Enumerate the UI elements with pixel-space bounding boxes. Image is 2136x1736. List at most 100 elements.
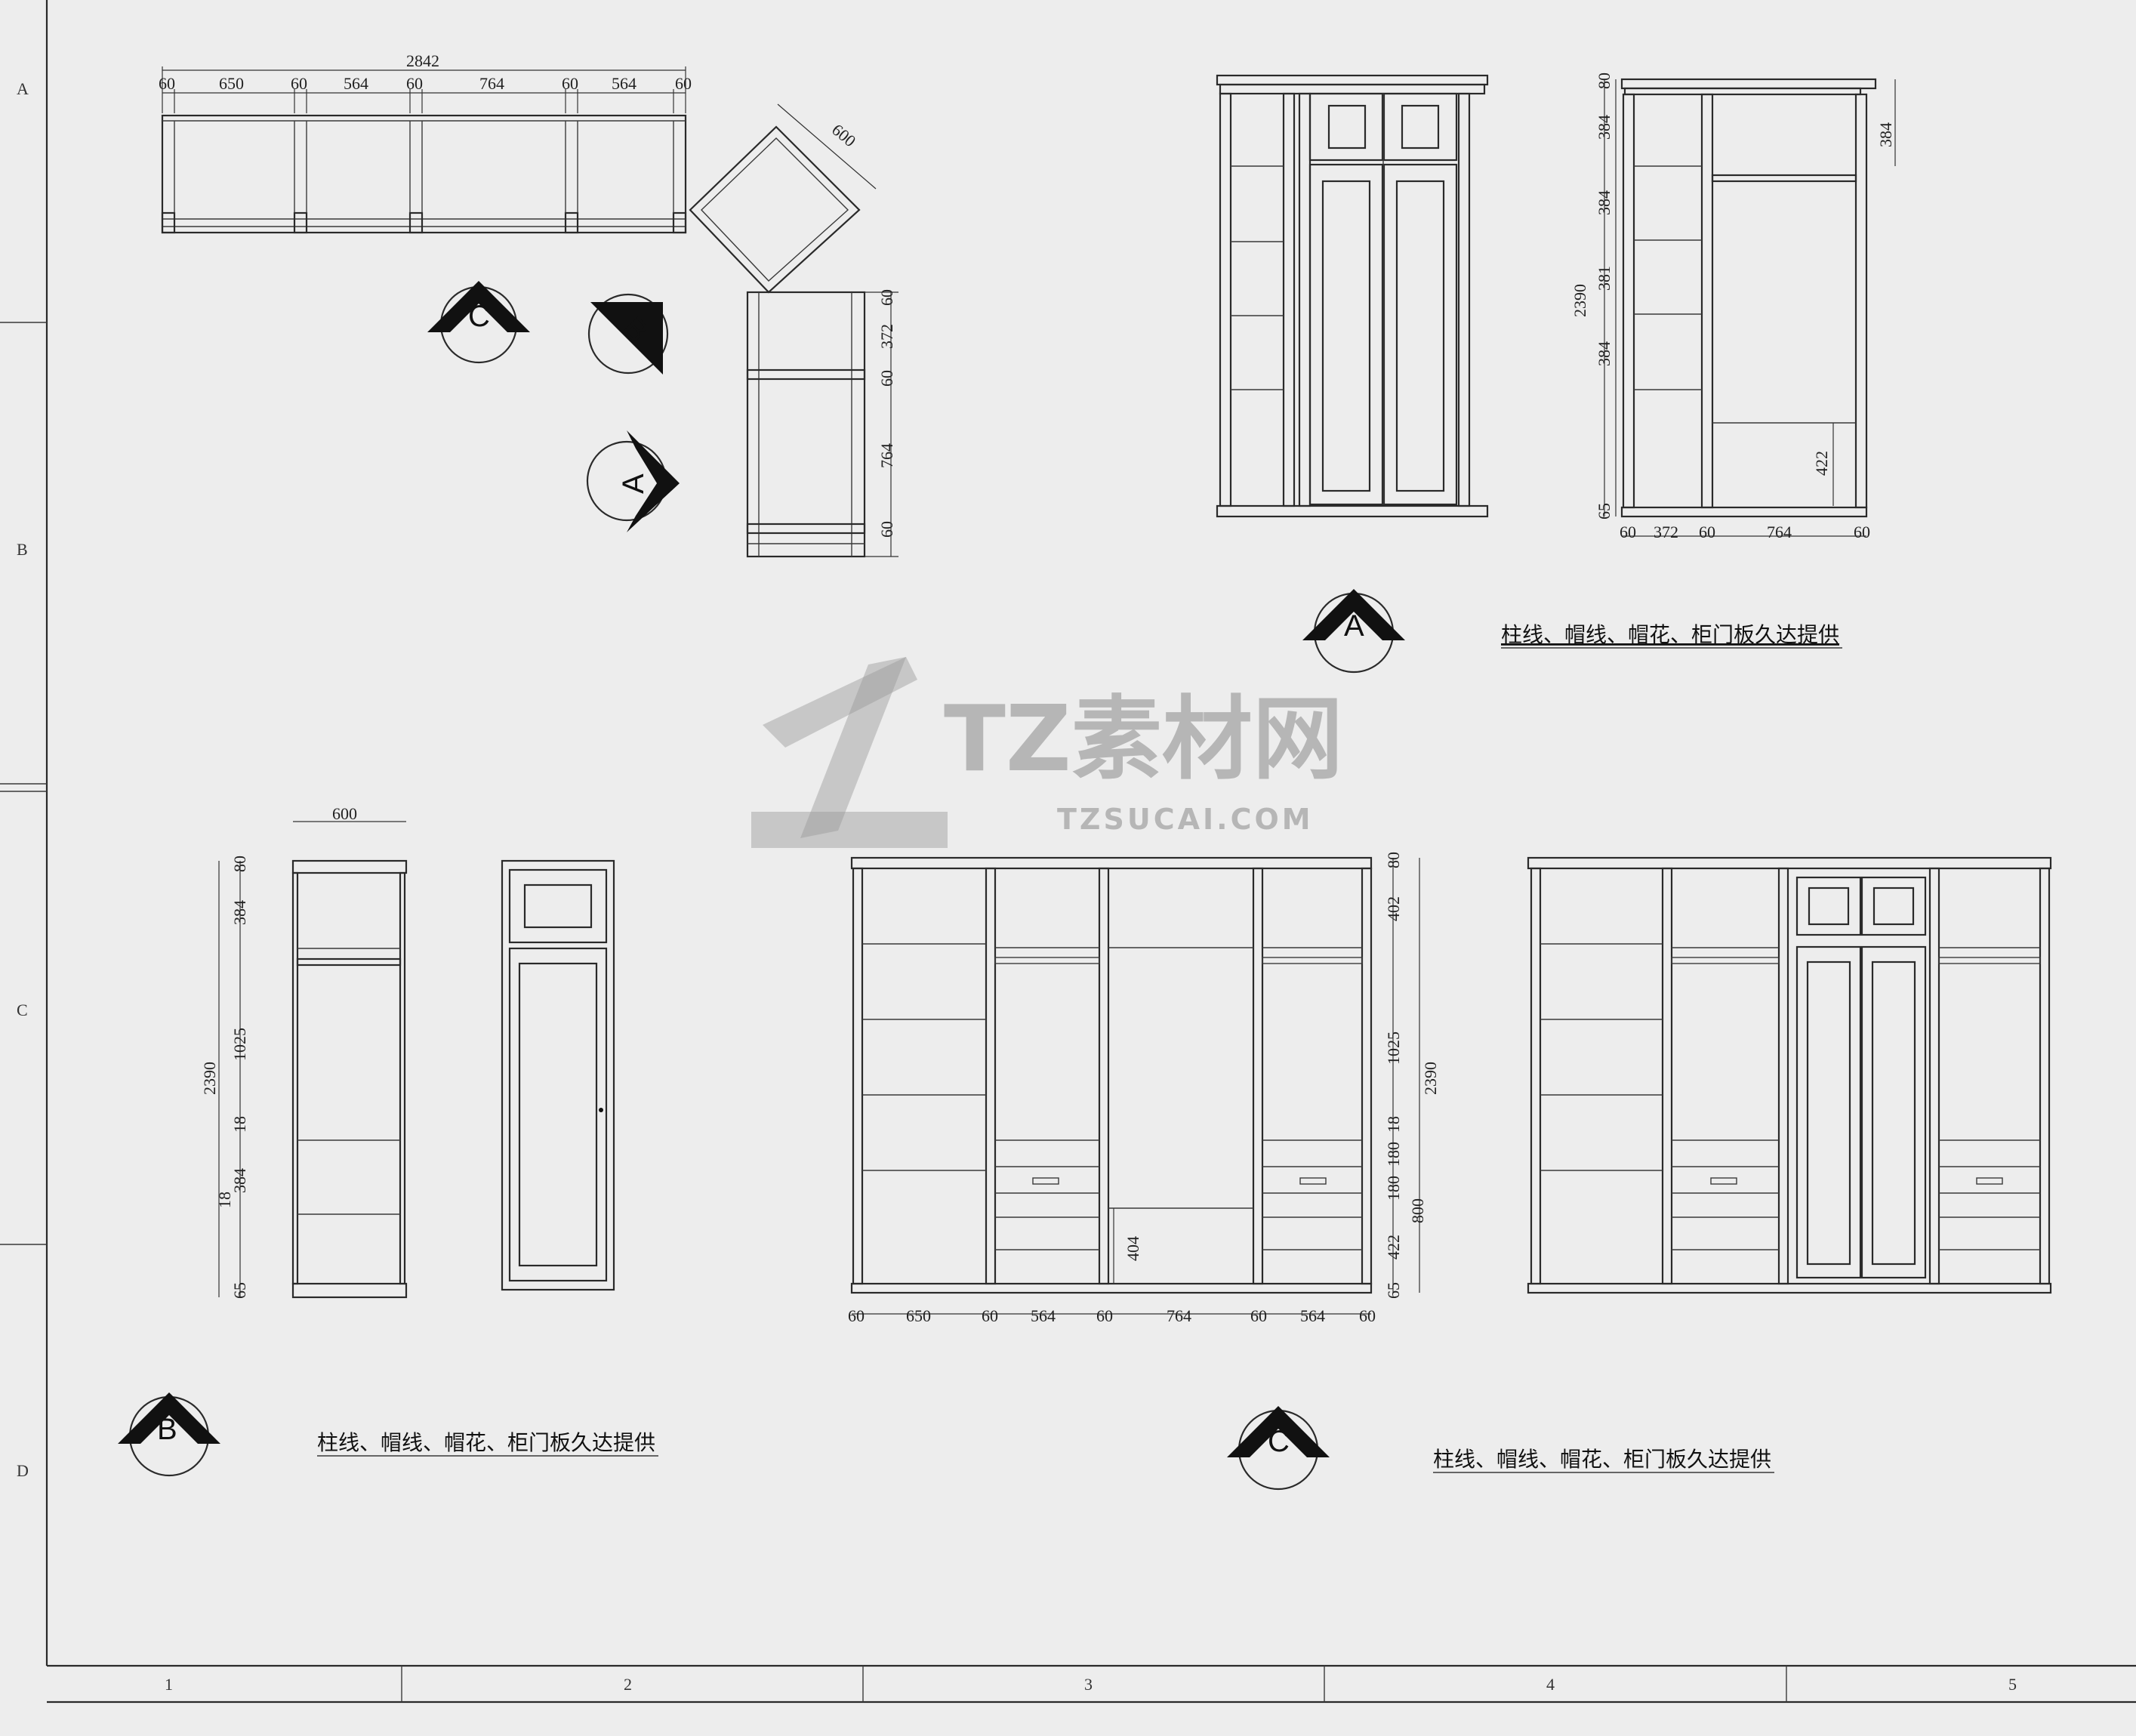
col-label-3: 3 xyxy=(1084,1675,1093,1694)
col-label-1: 1 xyxy=(165,1675,173,1694)
ea-total: 2390 xyxy=(1570,284,1589,317)
view-marker-a-plan: A xyxy=(586,430,680,532)
elevation-a-front xyxy=(1216,74,1489,518)
row-label-c: C xyxy=(17,1001,28,1019)
eb-dim-384a: 384 xyxy=(230,900,249,925)
plan-right-dim-2: 372 xyxy=(877,324,896,349)
plan-right-dim-4: 764 xyxy=(877,443,896,468)
ec-dim-422: 422 xyxy=(1384,1235,1403,1260)
ec-bot-7: 60 xyxy=(1250,1306,1267,1325)
plan-dim-4: 564 xyxy=(344,74,368,93)
ec-bot-9: 60 xyxy=(1359,1306,1376,1325)
row-label-b: B xyxy=(17,540,28,559)
row-labels: A B C D xyxy=(17,79,29,1480)
plan-right-dim-3: 60 xyxy=(877,370,896,387)
elevation-a-dims: 80 384 384 381 384 422 65 2390 384 60 37… xyxy=(1570,72,1895,541)
watermark: TZ素材网 TZSUCAI.COM xyxy=(751,657,1343,848)
ea-bot-60c: 60 xyxy=(1854,523,1870,541)
svg-text:C: C xyxy=(1268,1425,1290,1458)
ea-bot-60a: 60 xyxy=(1620,523,1636,541)
plan-total-dim: 2842 xyxy=(406,51,439,70)
ea-dim-422: 422 xyxy=(1812,451,1831,476)
ec-bot-5: 60 xyxy=(1096,1306,1113,1325)
ea-dim-80: 80 xyxy=(1595,72,1614,89)
ec-dim-1025: 1025 xyxy=(1384,1031,1403,1065)
elevation-c-open xyxy=(850,856,1420,1315)
ec-inner: 404 xyxy=(1123,1236,1142,1261)
svg-text:A: A xyxy=(617,473,650,494)
svg-text:C: C xyxy=(468,300,490,333)
ec-dim-80: 80 xyxy=(1384,852,1403,868)
view-marker-a: A xyxy=(1302,589,1405,674)
col-label-2: 2 xyxy=(624,1675,632,1694)
elevation-b-side xyxy=(218,821,408,1299)
eb-dim-80: 80 xyxy=(230,856,249,872)
supply-note-a: 柱线、帽线、帽花、柜门板久达提供 xyxy=(1501,622,1839,647)
svg-text:B: B xyxy=(157,1413,177,1446)
ec-bot-2: 650 xyxy=(906,1306,931,1325)
supply-note-c: 柱线、帽线、帽花、柜门板久达提供 xyxy=(1433,1447,1771,1472)
plan-dimension-labels: 2842 60 650 60 564 60 764 60 564 60 600 … xyxy=(159,51,896,538)
plan-dim-3: 60 xyxy=(291,74,307,93)
ec-dim-180b: 180 xyxy=(1384,1176,1403,1201)
svg-text:A: A xyxy=(1344,609,1364,643)
ec-dim-180a: 180 xyxy=(1384,1142,1403,1167)
ec-total: 2390 xyxy=(1421,1062,1440,1095)
view-marker-c: C xyxy=(1227,1406,1330,1491)
eb-dim-65: 65 xyxy=(230,1282,249,1299)
elevation-c-doors xyxy=(1527,856,2052,1294)
ea-bot-764: 764 xyxy=(1767,523,1792,541)
col-label-4: 4 xyxy=(1546,1675,1555,1694)
plan-dim-5: 60 xyxy=(406,74,423,93)
watermark-cn: TZ素材网 xyxy=(944,687,1343,792)
ec-bot-6: 764 xyxy=(1167,1306,1191,1325)
elevation-a-side xyxy=(1604,78,1896,537)
plan-diag-dim: 600 xyxy=(828,120,859,150)
ea-dim-65: 65 xyxy=(1595,503,1614,520)
plan-right-dim-1: 60 xyxy=(877,289,896,306)
view-marker-b: B xyxy=(118,1392,220,1477)
plan-dim-2: 650 xyxy=(219,74,244,93)
elevation-c-dims: 80 402 1025 18 180 180 422 65 2390 800 4… xyxy=(848,852,1440,1325)
ea-dim-381: 381 xyxy=(1595,266,1614,291)
ea-bot-60b: 60 xyxy=(1699,523,1715,541)
col-label-5: 5 xyxy=(2008,1675,2017,1694)
row-label-a: A xyxy=(17,79,29,98)
supply-note-b: 柱线、帽线、帽花、柜门板久达提供 xyxy=(317,1430,655,1455)
ec-dim-18: 18 xyxy=(1384,1116,1403,1133)
ec-sub: 800 xyxy=(1408,1198,1427,1223)
elevation-b-door xyxy=(501,859,615,1291)
eb-width: 600 xyxy=(332,804,357,823)
ea-dim-384-c: 384 xyxy=(1595,341,1614,366)
ec-bot-1: 60 xyxy=(848,1306,865,1325)
eb-dim-384b: 384 xyxy=(230,1168,249,1193)
ea-dim-384-a: 384 xyxy=(1595,115,1614,140)
ea-bot-372: 372 xyxy=(1654,523,1678,541)
ec-bot-4: 564 xyxy=(1031,1306,1056,1325)
col-labels: 1 2 3 4 5 xyxy=(165,1675,2017,1694)
plan-dim-7: 60 xyxy=(562,74,578,93)
eb-dim-18b: 18 xyxy=(215,1192,234,1208)
ea-right-384: 384 xyxy=(1876,122,1895,147)
plan-dim-9: 60 xyxy=(675,74,692,93)
ec-bot-3: 60 xyxy=(982,1306,998,1325)
plan-right-dim-5: 60 xyxy=(877,521,896,538)
ec-bot-8: 564 xyxy=(1300,1306,1325,1325)
plan-dim-1: 60 xyxy=(159,74,175,93)
row-label-d: D xyxy=(17,1461,29,1480)
ea-dim-384-b: 384 xyxy=(1595,190,1614,215)
plan-view xyxy=(161,66,898,558)
view-marker-c-plan: C xyxy=(427,281,530,364)
ec-dim-402: 402 xyxy=(1384,896,1403,921)
ec-dim-65: 65 xyxy=(1384,1282,1403,1299)
eb-dim-18a: 18 xyxy=(230,1116,249,1133)
eb-dim-1025: 1025 xyxy=(230,1028,249,1061)
eb-total: 2390 xyxy=(200,1062,219,1095)
plan-dim-6: 764 xyxy=(479,74,504,93)
elevation-b-dims: 600 80 384 1025 18 384 18 65 2390 xyxy=(200,804,357,1299)
view-marker-b-plan: B xyxy=(587,293,669,375)
watermark-en: TZSUCAI.COM xyxy=(1057,803,1314,836)
